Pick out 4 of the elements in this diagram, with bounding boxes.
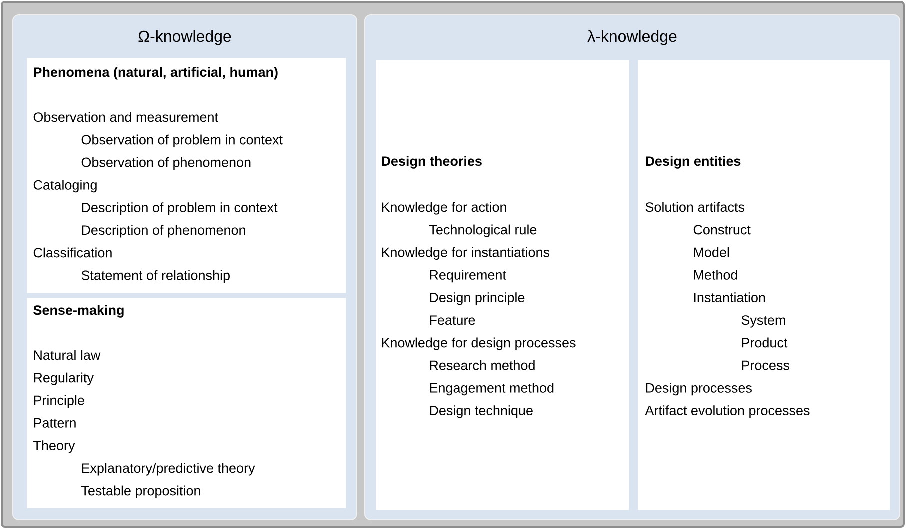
text-box: Design theories Knowledge for action Technological rule Knowledge for instantiations Requirement Design principle Feature Knowledge for design processes Research method Engagement method Design technique [376, 60, 630, 510]
text-box: Phenomena (natural, artificial, human) Observation and measurement Observation of problem in context Observation of phenomenon Cataloging Description of problem in context Description of phenomenon Classification Statement of relationship [27, 58, 346, 294]
text-box: Sense-making Natural law Regularity Principle Pattern Theory Explanatory/predictive theory Testable proposition [27, 298, 346, 508]
text-box: Design entities Solution artifacts Construct Model Method Instantiation System Product Process Design processes Artifact evolution processes [638, 60, 890, 510]
